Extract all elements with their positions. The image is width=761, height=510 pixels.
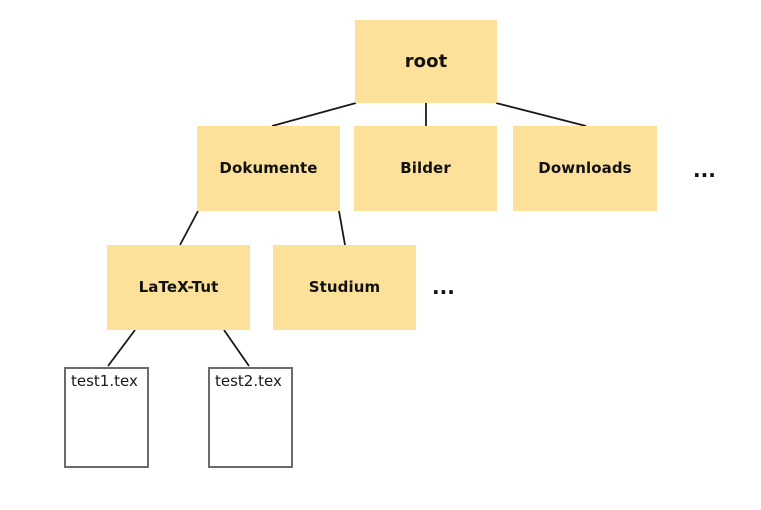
file-node-test1[interactable]: test1.tex [64,367,149,468]
more-nodes-ellipsis-level3: ... [432,275,455,299]
tree-edge-dokumente-to-latex-tut [179,210,199,246]
more-nodes-ellipsis-level2: ... [693,158,716,182]
folder-node-root[interactable]: root [355,20,497,103]
folder-node-latex-tut[interactable]: LaTeX-Tut [107,245,250,330]
folder-node-label: Downloads [538,159,632,178]
folder-node-dokumente[interactable]: Dokumente [197,126,340,211]
file-node-test2[interactable]: test2.tex [208,367,293,468]
folder-node-bilder[interactable]: Bilder [354,126,497,211]
tree-edge-latex-tut-to-test1 [107,329,136,367]
file-node-label: test2.tex [215,372,282,390]
folder-node-downloads[interactable]: Downloads [513,126,657,211]
folder-node-label: Studium [308,278,381,297]
folder-node-label: root [404,50,448,72]
folder-node-label: LaTeX-Tut [138,278,219,297]
folder-node-label: Dokumente [219,159,318,178]
file-node-label: test1.tex [71,372,138,390]
folder-node-studium[interactable]: Studium [273,245,416,330]
folder-node-label: Bilder [400,159,451,178]
tree-edge-dokumente-to-studium [338,210,346,246]
tree-edge-root-to-downloads [495,102,587,127]
tree-edge-latex-tut-to-test2 [223,329,250,367]
tree-edge-root-to-dokumente [271,102,357,127]
